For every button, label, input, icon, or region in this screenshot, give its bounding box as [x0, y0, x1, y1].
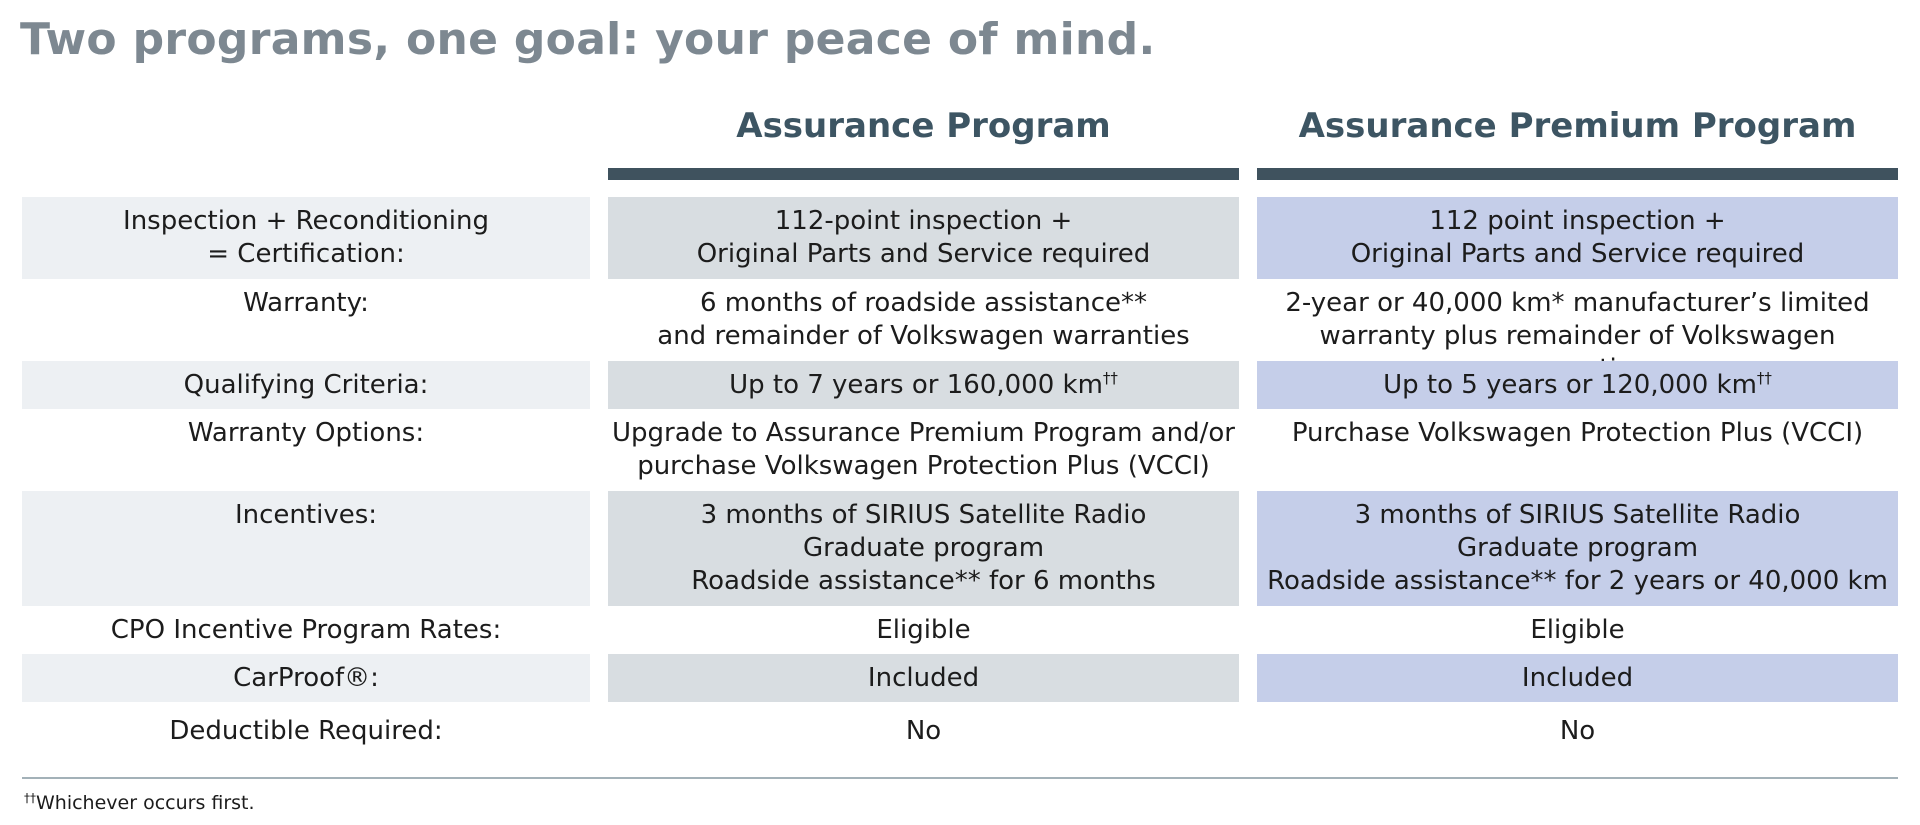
cell-line: 3 months of SIRIUS Satellite Radio	[1354, 500, 1801, 530]
cell-line: 2-year or 40,000 km* manufacturer’s limi…	[1285, 288, 1870, 318]
premium-cell: Purchase Volkswagen Protection Plus (VCC…	[1257, 409, 1898, 491]
assurance-cell: Eligible	[608, 606, 1239, 654]
row-label: Warranty Options:	[22, 409, 590, 491]
premium-cell: 2-year or 40,000 km* manufacturer’s limi…	[1257, 279, 1898, 384]
cell-line: Eligible	[876, 615, 971, 645]
premium-cell: No	[1257, 707, 1898, 759]
row-label: CPO Incentive Program Rates:	[22, 606, 590, 654]
footnote-mark: ††	[1102, 369, 1118, 387]
row-label: Deductible Required:	[22, 707, 590, 759]
cell-line: Up to 7 years or 160,000 km††	[608, 369, 1239, 402]
cell-line: Graduate program	[1456, 533, 1699, 563]
premium-cell: Included	[1257, 654, 1898, 702]
cell-line: Roadside assistance** for 2 years or 40,…	[1267, 566, 1888, 596]
assurance-cell: No	[608, 707, 1239, 759]
row-label-line: = Certification:	[207, 239, 405, 269]
cell-line: Upgrade to Assurance Premium Program and…	[612, 418, 1235, 448]
row-label-line: Qualifying Criteria:	[183, 370, 429, 400]
cell-line: Included	[867, 663, 980, 693]
row-label-line: Incentives:	[234, 500, 378, 530]
assurance-cell: 112-point inspection + Original Parts an…	[608, 197, 1239, 279]
row-label: Incentives:	[22, 491, 590, 606]
assurance-cell: 3 months of SIRIUS Satellite Radio Gradu…	[608, 491, 1239, 606]
cell-line: Roadside assistance** for 6 months	[691, 566, 1156, 596]
premium-cell: 3 months of SIRIUS Satellite Radio Gradu…	[1257, 491, 1898, 606]
footnote-mark: ††	[1756, 369, 1772, 387]
premium-cell: Up to 5 years or 120,000 km††	[1257, 361, 1898, 409]
row-label-line: Inspection + Reconditioning	[123, 206, 489, 236]
cell-line: Graduate program	[802, 533, 1045, 563]
table-row-deductible: Deductible Required: No No	[22, 707, 1898, 759]
cell-line: 112 point inspection +	[1429, 206, 1726, 236]
cell-line: 3 months of SIRIUS Satellite Radio	[700, 500, 1147, 530]
footnote-text: Whichever occurs first.	[36, 792, 255, 814]
column-header-bar-assurance	[608, 168, 1239, 180]
cell-line: 6 months of roadside assistance**	[699, 288, 1147, 318]
row-label-line: Warranty:	[243, 288, 369, 318]
table-row-cpo-rates: CPO Incentive Program Rates: Eligible El…	[22, 606, 1898, 654]
row-label-line: Deductible Required:	[169, 716, 443, 746]
cell-line: Purchase Volkswagen Protection Plus (VCC…	[1291, 418, 1864, 448]
cell-line: Up to 5 years or 120,000 km††	[1257, 369, 1898, 402]
assurance-cell: Up to 7 years or 160,000 km††	[608, 361, 1239, 409]
table-row-warranty-options: Warranty Options: Upgrade to Assurance P…	[22, 409, 1898, 491]
cell-line: Included	[1521, 663, 1634, 693]
cell-line: 112-point inspection +	[774, 206, 1073, 236]
assurance-cell: Included	[608, 654, 1239, 702]
cell-line: No	[1559, 716, 1596, 746]
row-label: Warranty:	[22, 279, 590, 361]
cell-line: No	[905, 716, 942, 746]
table-row-inspection: Inspection + Reconditioning = Certificat…	[22, 197, 1898, 279]
column-header-assurance: Assurance Program	[736, 106, 1111, 146]
cell-line: Eligible	[1530, 615, 1625, 645]
assurance-cell: Upgrade to Assurance Premium Program and…	[608, 409, 1239, 491]
row-label-line: CarProof®:	[233, 663, 379, 693]
footnote-mark: ††	[24, 791, 36, 805]
column-header-premium: Assurance Premium Program	[1298, 106, 1857, 146]
cell-line: Original Parts and Service required	[1350, 239, 1805, 269]
cell-line: and remainder of Volkswagen warranties	[657, 321, 1190, 351]
footnote: ††Whichever occurs first.	[24, 792, 255, 814]
cell-text: Up to 5 years or 120,000 km	[1383, 370, 1757, 400]
table-row-incentives: Incentives: 3 months of SIRIUS Satellite…	[22, 491, 1898, 606]
page-title: Two programs, one goal: your peace of mi…	[20, 14, 1156, 65]
cell-line: Original Parts and Service required	[696, 239, 1151, 269]
assurance-cell: 6 months of roadside assistance** and re…	[608, 279, 1239, 361]
row-label-line: Warranty Options:	[187, 418, 425, 448]
table-row-carproof: CarProof®: Included Included	[22, 654, 1898, 702]
row-label: Qualifying Criteria:	[22, 361, 590, 409]
premium-cell: 112 point inspection + Original Parts an…	[1257, 197, 1898, 279]
row-label: Inspection + Reconditioning = Certificat…	[22, 197, 590, 279]
table-row-warranty: Warranty: 6 months of roadside assistanc…	[22, 279, 1898, 384]
footer-divider	[22, 777, 1898, 779]
cell-text: Up to 7 years or 160,000 km	[729, 370, 1103, 400]
cell-line: purchase Volkswagen Protection Plus (VCC…	[637, 451, 1210, 481]
column-header-bar-premium	[1257, 168, 1898, 180]
row-label: CarProof®:	[22, 654, 590, 702]
premium-cell: Eligible	[1257, 606, 1898, 654]
table-row-qualifying-criteria: Qualifying Criteria: Up to 7 years or 16…	[22, 361, 1898, 409]
row-label-line: CPO Incentive Program Rates:	[110, 615, 502, 645]
